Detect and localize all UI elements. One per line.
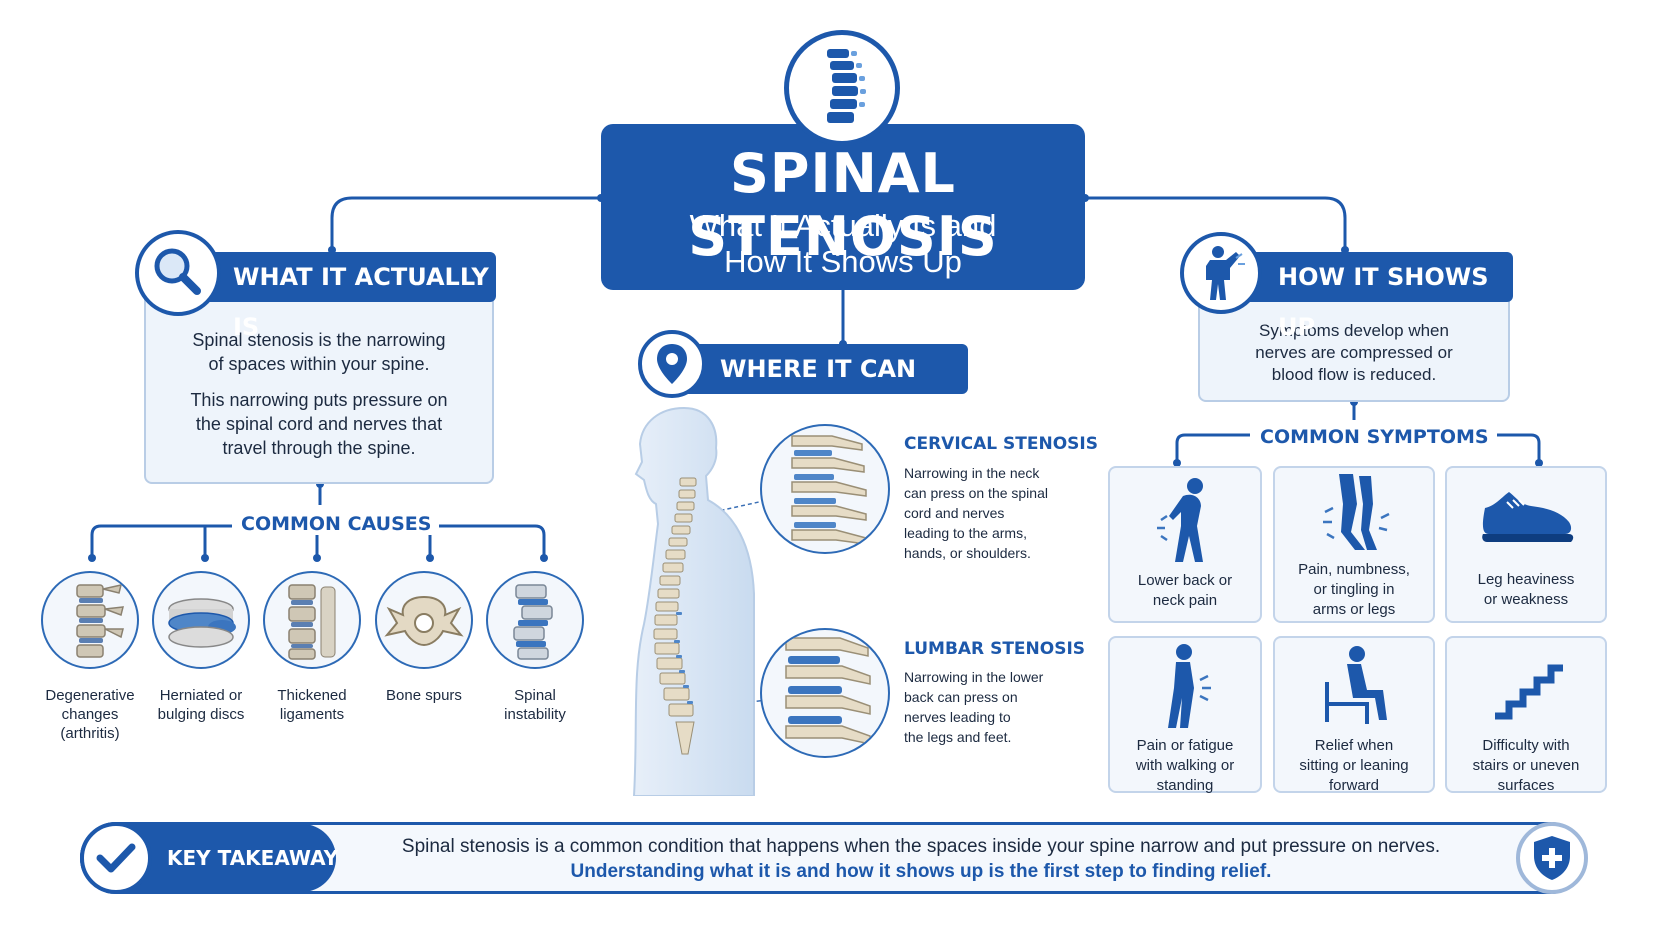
sitting-person-icon	[1317, 642, 1397, 730]
symptom-card-leg-weakness: Leg heaviness or weakness	[1445, 466, 1607, 623]
title-banner: SPINAL STENOSIS What It Actually Is and …	[601, 124, 1085, 290]
stairs-icon	[1491, 656, 1565, 720]
location-pin-icon	[638, 330, 706, 398]
what-it-is-header: WHAT IT ACTUALLY IS	[178, 252, 496, 341]
spine-icon	[784, 30, 900, 146]
shield-cross-icon	[1516, 822, 1588, 894]
symptom-card-tingling: Pain, numbness, or tingling in arms or l…	[1273, 466, 1435, 623]
unstable-spine-icon	[486, 571, 584, 669]
definition-para2: This narrowing puts pressure on the spin…	[190, 390, 448, 458]
cause-label-bone-spurs: Bone spurs	[386, 687, 462, 704]
lumbar-spine-closeup	[760, 628, 890, 758]
definition-para1: Spinal stenosis is the narrowing of spac…	[192, 330, 446, 374]
symptom-card-stairs: Difficulty with stairs or uneven surface…	[1445, 636, 1607, 794]
ligament-spine-icon	[263, 571, 361, 669]
herniated-disc-icon	[152, 571, 250, 669]
takeaway-label: KEY TAKEAWAY	[167, 846, 339, 870]
spine-body-illustration	[614, 404, 764, 796]
page-subtitle-line1: What It Actually Is and	[689, 208, 997, 243]
takeaway-text: Spinal stenosis is a common condition th…	[401, 836, 1441, 857]
takeaway-emphasis: Understanding what it is and how it show…	[570, 861, 1272, 882]
magnifier-icon	[135, 230, 221, 316]
cause-label-herniated: Herniated or bulging discs	[157, 687, 245, 723]
symptom-card-walking: Pain or fatigue with walking or standing	[1108, 636, 1262, 794]
cause-label-ligaments: Thickened ligaments	[277, 687, 347, 723]
lumbar-description: Narrowing in the lower back can press on…	[904, 669, 1044, 745]
person-pain-icon	[1180, 232, 1262, 314]
definition-card: Spinal stenosis is the narrowing of spac…	[144, 290, 494, 484]
leg-tingling-icon	[1315, 472, 1395, 558]
back-pain-icon	[1147, 474, 1227, 566]
cervical-title: CERVICAL STENOSIS	[904, 434, 1098, 454]
walking-pain-icon	[1150, 642, 1226, 730]
cause-label-instability: Spinal instability	[504, 687, 566, 723]
lumbar-title: LUMBAR STENOSIS	[904, 639, 1086, 659]
checkmark-icon	[80, 822, 152, 894]
symptoms-header: COMMON SYMPTOMS	[1252, 426, 1497, 448]
symptom-card-sitting: Relief when sitting or leaning forward	[1273, 636, 1435, 794]
page-title: SPINAL STENOSIS	[688, 142, 998, 268]
sneaker-icon	[1479, 488, 1577, 548]
symptom-card-back-pain: Lower back or neck pain	[1108, 466, 1262, 623]
how-it-shows-card: Symptoms develop when nerves are compres…	[1198, 290, 1510, 402]
vertebra-bone-spur-icon	[375, 571, 473, 669]
how-it-shows-header: HOW IT SHOWS UP	[1230, 252, 1513, 341]
where-header: WHERE IT CAN OCCUR	[660, 344, 968, 433]
page-subtitle-line2: How It Shows Up	[724, 244, 962, 279]
causes-header: COMMON CAUSES	[233, 513, 440, 535]
cervical-spine-closeup	[760, 424, 890, 554]
degenerative-spine-icon	[41, 571, 139, 669]
cause-label-degenerative: Degenerative changes (arthritis)	[45, 687, 135, 742]
cervical-description: Narrowing in the neck can press on the s…	[904, 465, 1048, 561]
